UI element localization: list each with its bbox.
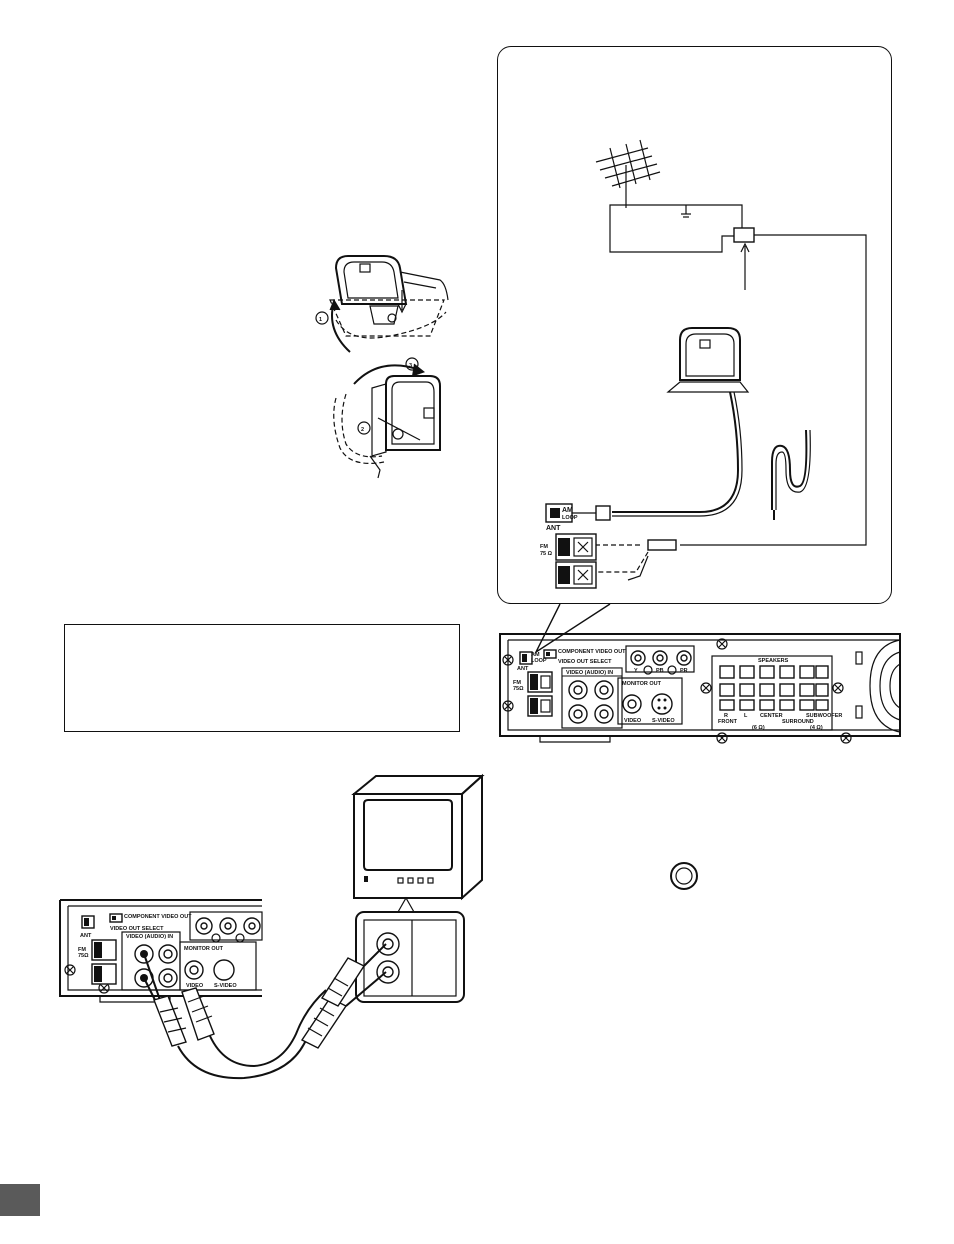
panel-l-label: L	[744, 713, 748, 719]
page-number-tab	[0, 1184, 40, 1216]
panel-ohm-label: 75Ω	[513, 686, 524, 692]
left-panel-ant-label: ANT	[80, 933, 92, 939]
antenna-callout-frame	[497, 46, 892, 604]
panel-ant-label: ANT	[517, 666, 529, 672]
step-marker-two-circle	[357, 421, 371, 435]
panel-surround-label: SURROUND	[782, 719, 814, 725]
loop-terminal-label: LOOP	[562, 515, 578, 521]
panel-video-out-select: VIDEO OUT SELECT	[558, 659, 612, 665]
fm-wire-antenna-icon	[771, 429, 811, 520]
callout-pointer	[534, 603, 611, 654]
note-box	[64, 624, 460, 732]
panel-front-label: FRONT	[718, 719, 738, 725]
panel-impedance-right: (4 Ω)	[810, 725, 823, 731]
am-loop-antenna-icon	[570, 327, 750, 521]
panel-monitor-out: MONITOR OUT	[622, 681, 662, 687]
left-panel-component: COMPONENT VIDEO OUT	[124, 914, 192, 920]
panel-am-label: AM	[531, 652, 540, 658]
round-button-icon	[670, 862, 698, 890]
antenna-terminal-detail: AM LOOP ANT FM 75 Ω	[540, 503, 597, 589]
loop-assembly-step2: 2 3	[333, 357, 441, 479]
outdoor-fm-antenna-icon	[595, 139, 867, 546]
step-marker-two: 2	[361, 427, 364, 433]
panel-video-label: VIDEO	[624, 718, 642, 724]
step-marker-three-circle	[405, 357, 419, 371]
left-panel-s-video-label: S-VIDEO	[214, 983, 237, 989]
panel-r-label: R	[724, 713, 728, 719]
unit-rear-panel-left: ANT FM 75Ω COMPONENT VIDEO OUT VIDEO OUT…	[59, 899, 263, 1003]
panel-pr-label: PR	[680, 668, 688, 674]
panel-center-label: CENTER	[760, 713, 783, 719]
panel-loop-label: LOOP	[531, 658, 547, 664]
loop-assembly-step1: 1	[315, 255, 449, 353]
fm-terminal-label: FM	[540, 544, 548, 550]
left-panel-video-label: VIDEO	[186, 983, 204, 989]
left-panel-ohm-label: 75Ω	[78, 953, 89, 959]
fm-ohm-label: 75 Ω	[540, 551, 553, 557]
tv-monitor-icon	[351, 773, 485, 1003]
panel-fm-label: FM	[513, 680, 521, 686]
panel-component-video-out: COMPONENT VIDEO OUT	[558, 649, 626, 655]
step-marker-one-circle	[315, 311, 329, 325]
panel-y-label: Y	[634, 668, 638, 674]
audio-cable-icon	[143, 943, 387, 1080]
fm-coax-plug-icon	[592, 539, 677, 581]
am-terminal-label: AM	[562, 507, 573, 514]
panel-impedance-left: (6 Ω)	[752, 725, 765, 731]
panel-subwoofer-label: SUBWOOFER	[806, 713, 842, 719]
left-panel-fm-label: FM	[78, 947, 86, 953]
ant-terminal-label: ANT	[546, 525, 561, 532]
step-marker-one: 1	[319, 317, 322, 323]
panel-speakers-label: SPEAKERS	[758, 658, 789, 664]
left-panel-video-audio-in: VIDEO (AUDIO) IN	[126, 934, 173, 940]
panel-pb-label: PB	[656, 668, 664, 674]
panel-video-audio-in: VIDEO (AUDIO) IN	[566, 670, 613, 676]
left-panel-monitor-out: MONITOR OUT	[184, 946, 224, 952]
step-marker-three: 3	[409, 363, 412, 369]
panel-s-video-label: S-VIDEO	[652, 718, 675, 724]
left-panel-video-out-select: VIDEO OUT SELECT	[110, 926, 164, 932]
unit-rear-panel-right: AM LOOP ANT FM 75Ω COMPONENT VIDEO OUT V…	[499, 633, 901, 744]
speaker-terminals	[719, 665, 829, 711]
